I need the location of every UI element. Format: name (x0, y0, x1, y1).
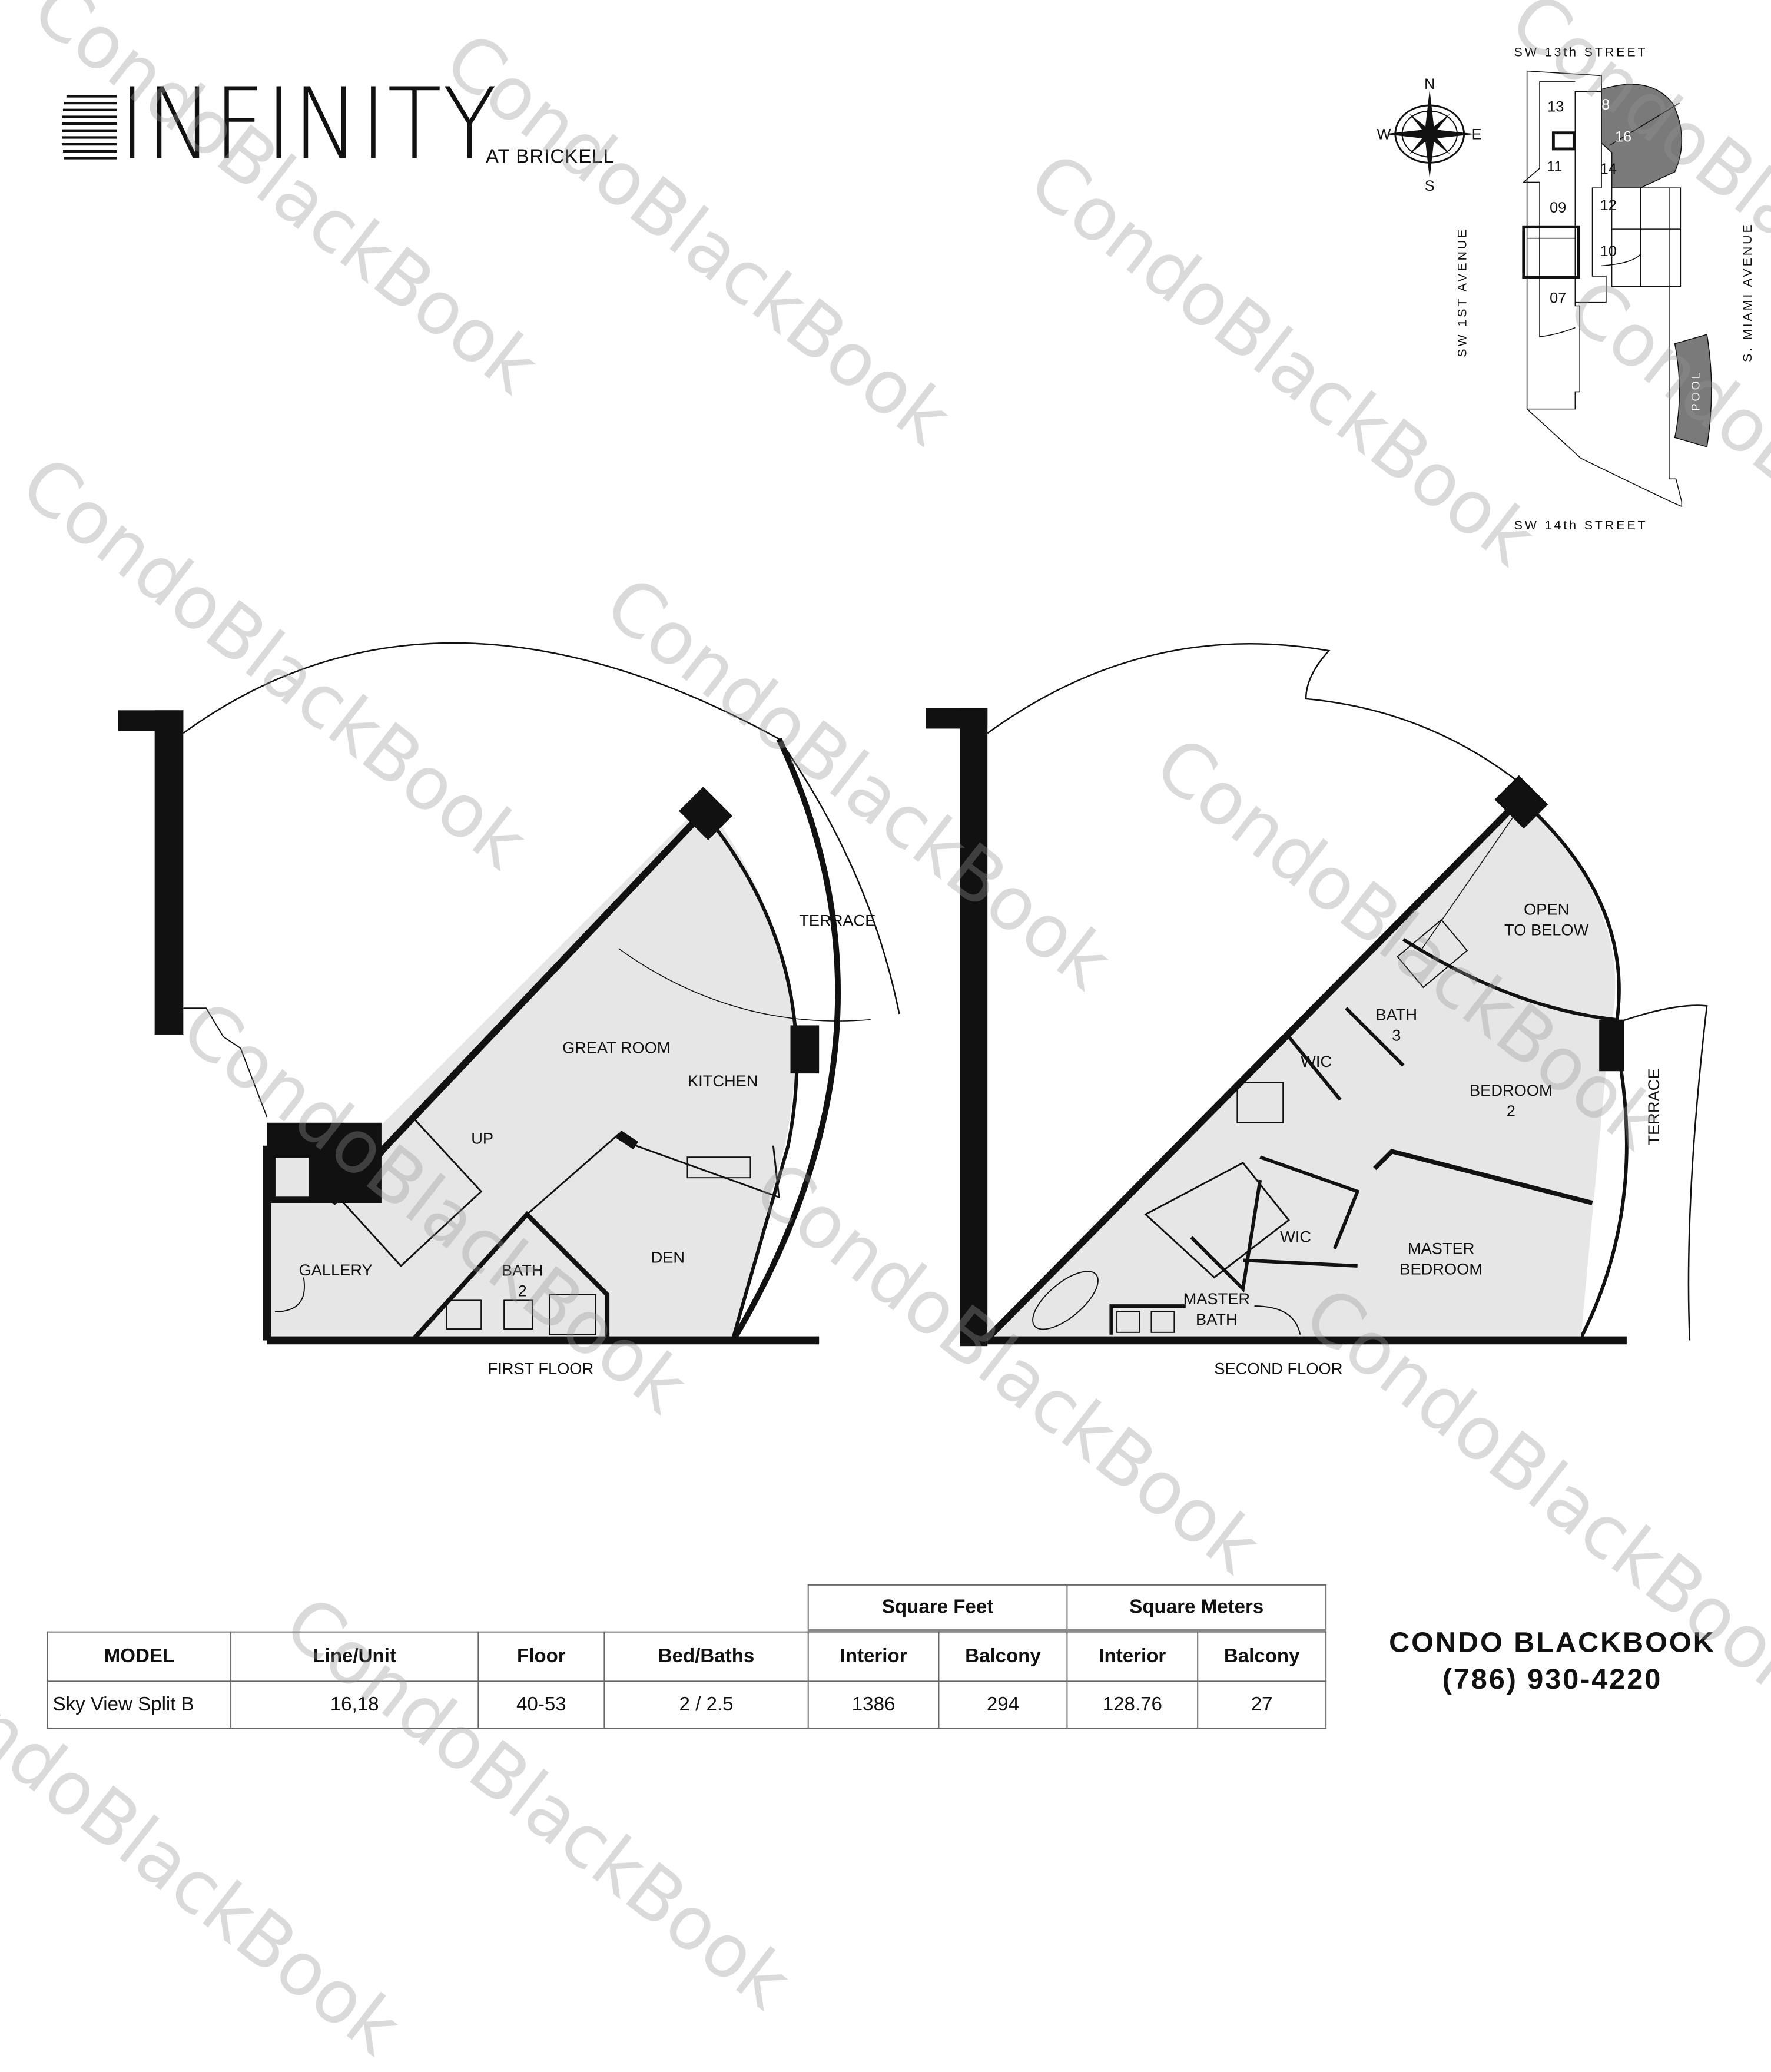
area-group-headers: Square Feet Square Meters (807, 1584, 1327, 1632)
unit-16: 16 (1614, 127, 1632, 145)
header-floor: Floor (477, 1631, 605, 1682)
second-floor-plan (926, 643, 1708, 1347)
unit-07: 07 (1550, 289, 1567, 307)
first-floor-caption: FIRST FLOOR (487, 1359, 594, 1378)
cell-model: Sky View Split B (47, 1680, 232, 1729)
cell-bed-baths: 2 / 2.5 (603, 1680, 809, 1729)
room-master-bath: MASTER BATH (1183, 1289, 1251, 1328)
second-floor-caption: SECOND FLOOR (1214, 1359, 1343, 1378)
header-line-unit: Line/Unit (230, 1631, 479, 1682)
cell-sqm-interior: 128.76 (1066, 1680, 1199, 1729)
unit-14: 14 (1600, 160, 1617, 177)
unit-09: 09 (1550, 198, 1567, 216)
logo-title: INFINITY (119, 67, 498, 183)
unit-11: 11 (1547, 157, 1563, 175)
header-model: MODEL (47, 1631, 232, 1682)
room-bath-3: BATH 3 (1375, 1005, 1418, 1044)
spec-table: MODEL Line/Unit Floor Bed/Baths Interior… (47, 1631, 1327, 1729)
brand-block: CONDO BLACKBOOK (786) 930-4220 (1358, 1625, 1747, 1698)
cell-line-unit: 16,18 (230, 1680, 479, 1729)
logo-stripes-icon (62, 95, 117, 160)
header-sqft-balcony: Balcony (938, 1631, 1068, 1682)
cell-floor: 40-53 (477, 1680, 605, 1729)
unit-10: 10 (1600, 242, 1617, 260)
cell-sqm-balcony: 27 (1197, 1680, 1327, 1729)
stairs-up-label: UP (471, 1129, 494, 1148)
room-wic-1: WIC (1301, 1052, 1332, 1070)
table-row: Sky View Split B 16,18 40-53 2 / 2.5 138… (47, 1680, 1327, 1729)
unit-12: 12 (1600, 196, 1617, 214)
room-bedroom-2: BEDROOM 2 (1469, 1080, 1553, 1119)
street-south: SW 14th STREET (1514, 519, 1648, 533)
unit-13: 13 (1547, 98, 1564, 115)
room-bath-2: BATH 2 (501, 1261, 543, 1299)
header-bed-baths: Bed/Baths (603, 1631, 809, 1682)
cell-sqft-balcony: 294 (938, 1680, 1068, 1729)
compass-s: S (1424, 177, 1435, 194)
room-terrace-1: TERRACE (799, 911, 876, 930)
header-sqm-interior: Interior (1066, 1631, 1199, 1682)
brand-phone: (786) 930-4220 (1442, 1663, 1663, 1696)
floor-plans-drawing (118, 642, 1708, 1347)
group-square-feet: Square Feet (807, 1584, 1068, 1632)
room-den: DEN (651, 1248, 685, 1267)
compass-n: N (1424, 75, 1435, 92)
brand-name-light: CONDO (1389, 1626, 1504, 1659)
room-terrace-2: TERRACE (1644, 1068, 1663, 1145)
compass-e: E (1471, 125, 1482, 143)
room-wic-2: WIC (1280, 1227, 1312, 1246)
header-sqft-interior: Interior (807, 1631, 940, 1682)
compass-w: W (1377, 125, 1391, 143)
logo-subtitle: AT BRICKELL (485, 145, 615, 168)
compass-rose-icon (1384, 89, 1476, 179)
header-sqm-balcony: Balcony (1197, 1631, 1327, 1682)
cell-sqft-interior: 1386 (807, 1680, 940, 1729)
first-floor-plan (118, 642, 900, 1345)
room-kitchen: KITCHEN (687, 1071, 758, 1090)
open-to-below: OPEN TO BELOW (1504, 900, 1589, 939)
room-great-room: GREAT ROOM (562, 1038, 671, 1057)
room-gallery: GALLERY (299, 1260, 373, 1279)
unit-18: 18 (1593, 95, 1610, 113)
street-north: SW 13th STREET (1514, 45, 1648, 60)
brand-name-bold: BLACKBOOK (1514, 1626, 1716, 1659)
site-plan-drawing (1384, 70, 1712, 508)
group-square-meters: Square Meters (1066, 1584, 1327, 1632)
room-master-bedroom: MASTER BEDROOM (1399, 1239, 1483, 1278)
